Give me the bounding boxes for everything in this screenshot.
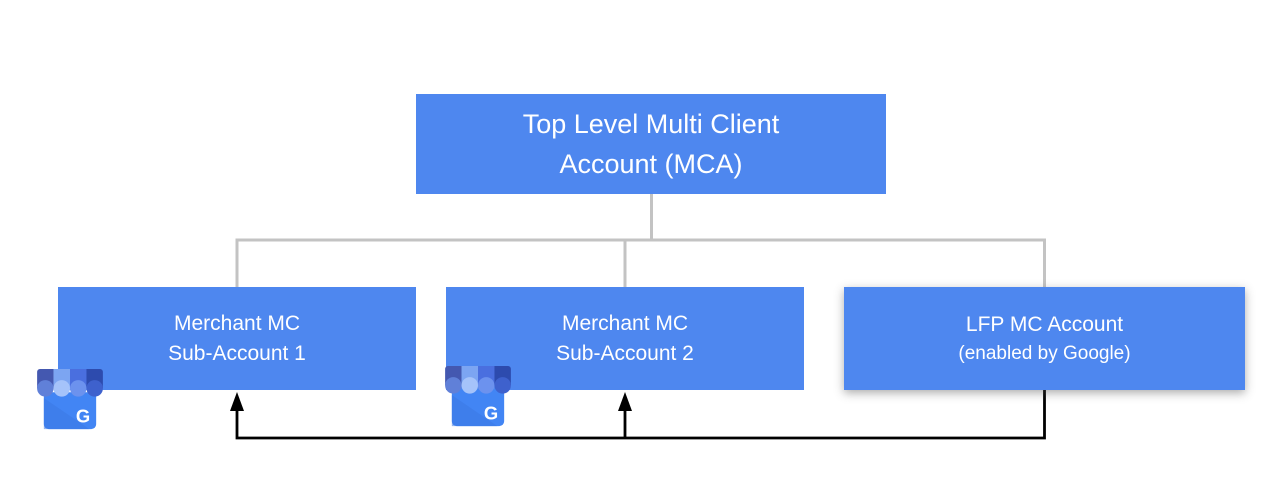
node-lfp-line2: (enabled by Google) (958, 342, 1131, 364)
node-top-level-mca-line2: Account (MCA) (559, 149, 743, 179)
node-top-level-mca-line1: Top Level Multi Client (522, 109, 780, 139)
node-top-level-mca: Top Level Multi Client Account (MCA) (416, 94, 886, 194)
node-merchant-sub-account-1: Merchant MC Sub-Account 1 (58, 287, 416, 390)
tree-lines (235, 194, 1046, 287)
node-sub1-line1: Merchant MC (173, 311, 301, 335)
node-lfp-mc-account: LFP MC Account (enabled by Google) (844, 287, 1245, 390)
feed-lines (235, 390, 1046, 440)
arrowhead-to-sub1-icon (230, 392, 244, 411)
arrowhead-to-sub2-icon (618, 392, 632, 411)
node-lfp-line1: LFP MC Account (965, 312, 1124, 336)
node-sub2-line2: Sub-Account 2 (556, 341, 694, 365)
node-sub1-line2: Sub-Account 1 (168, 341, 306, 365)
node-merchant-sub-account-2: Merchant MC Sub-Account 2 (446, 287, 804, 390)
node-sub2-line1: Merchant MC (561, 311, 689, 335)
